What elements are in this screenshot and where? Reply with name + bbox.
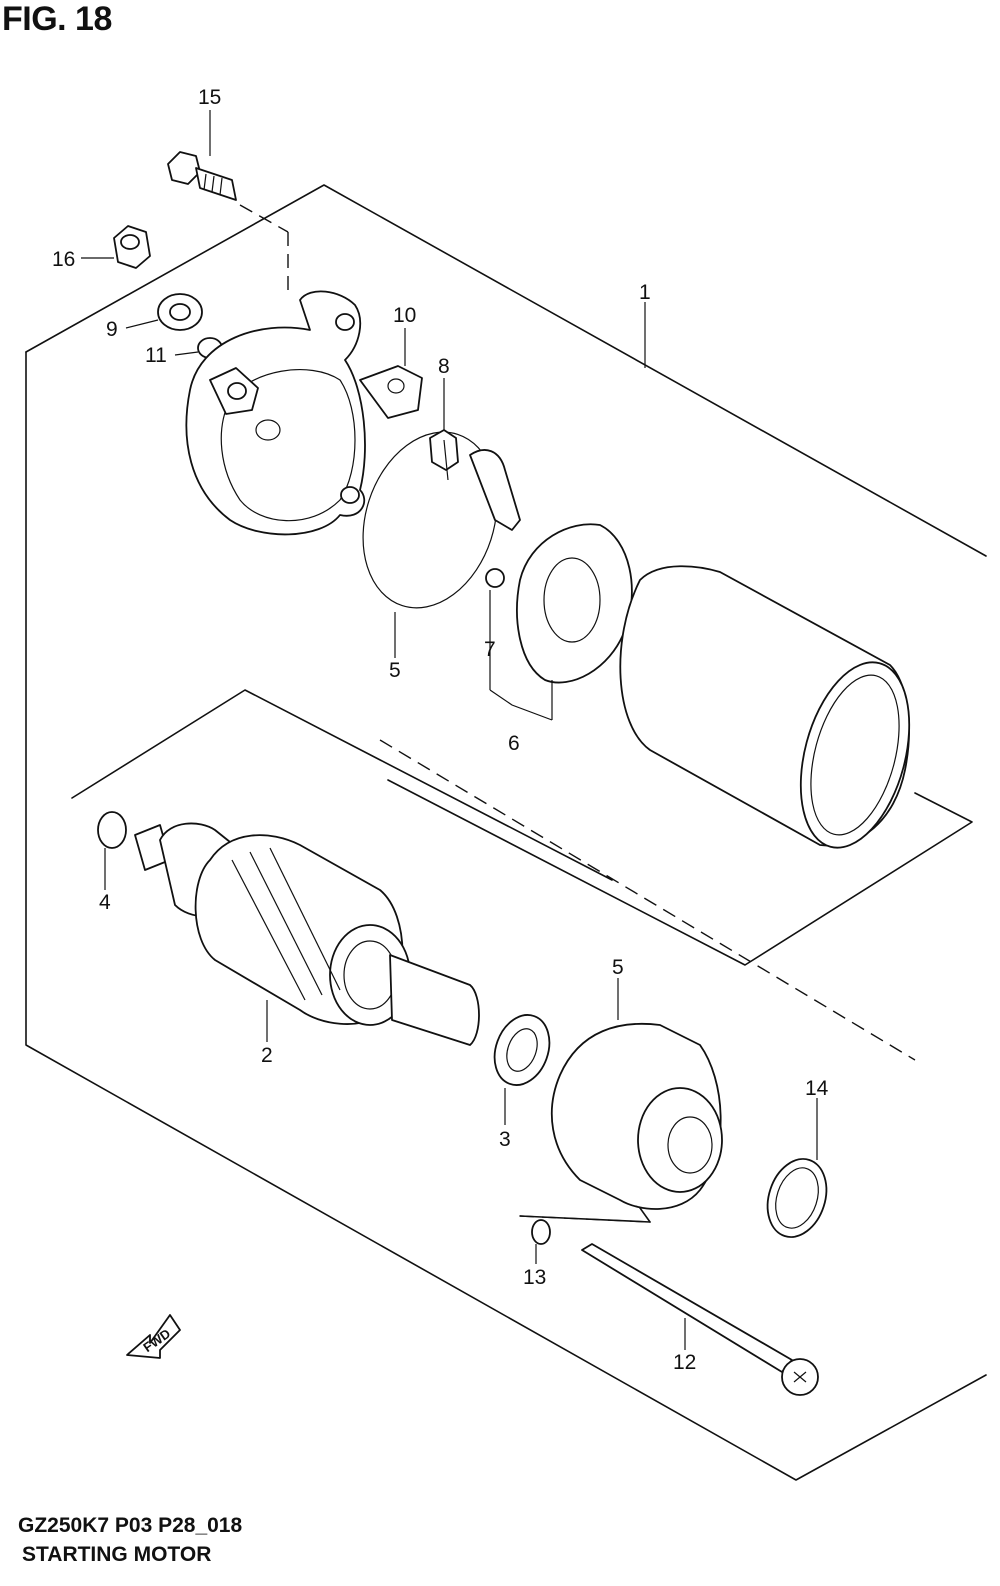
- callout-13: 13: [523, 1266, 546, 1289]
- yoke-housing: [619, 565, 911, 849]
- nut-16: [113, 225, 151, 269]
- o-ring-13: [531, 1219, 551, 1245]
- alignment-line-armature: [379, 739, 916, 1061]
- callout-3: 3: [499, 1128, 511, 1151]
- alignment-line-through-bolt-2: [519, 1215, 651, 1223]
- fwd-arrow-icon: FWD: [126, 1314, 181, 1359]
- armature-2: [134, 822, 480, 1046]
- washer-4: [97, 811, 127, 849]
- brush-holder-6: [469, 449, 633, 684]
- callout-15: 15: [198, 86, 221, 109]
- alignment-line-bolt: [239, 204, 289, 233]
- seal-9: [157, 293, 203, 331]
- bolt-15: [167, 151, 237, 201]
- callout-16: 16: [52, 248, 75, 271]
- callout-10: 10: [393, 304, 416, 327]
- callout-2: 2: [261, 1044, 273, 1067]
- seal-3: [493, 1014, 551, 1086]
- armature-group-outline: [71, 689, 613, 881]
- o-ring-5-upper: [362, 431, 498, 609]
- callout-9: 9: [106, 318, 118, 341]
- callout-5-upper: 5: [389, 659, 401, 682]
- washer-14: [766, 1158, 828, 1238]
- callout-6: 6: [508, 732, 520, 755]
- bracket-10: [359, 365, 423, 419]
- callout-7: 7: [484, 638, 496, 661]
- armature-group-outline-right: [387, 779, 973, 966]
- callout-14: 14: [805, 1077, 829, 1100]
- callout-4: 4: [99, 891, 111, 914]
- callout-12: 12: [673, 1351, 696, 1374]
- through-bolt-12: [581, 1243, 819, 1396]
- diagram-code: GZ250K7 P03 P28_018: [18, 1514, 243, 1537]
- callout-5-lower: 5: [612, 956, 624, 979]
- diagram-name: STARTING MOTOR: [22, 1543, 212, 1566]
- assembly-outline-bottom: [25, 351, 987, 1481]
- front-cover: [550, 1022, 723, 1210]
- terminal-bolt-8: [429, 429, 459, 481]
- rear-cover-housing: [185, 290, 366, 536]
- assembly-outline: [25, 184, 987, 557]
- callout-11: 11: [145, 344, 167, 367]
- callout-1: 1: [639, 281, 651, 304]
- figure-title: FIG. 18: [2, 0, 112, 38]
- callout-leaders: [81, 110, 818, 1350]
- callout-8: 8: [438, 355, 450, 378]
